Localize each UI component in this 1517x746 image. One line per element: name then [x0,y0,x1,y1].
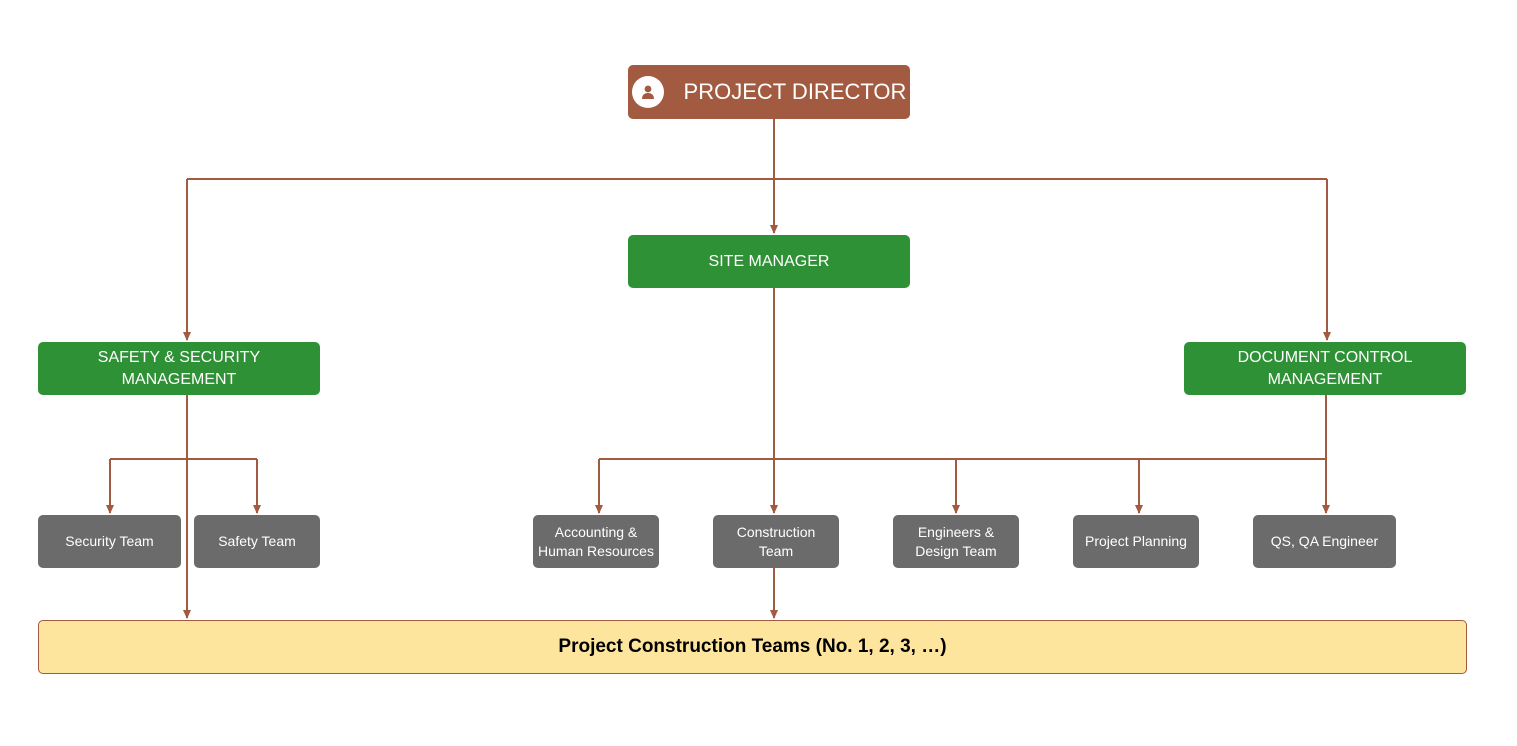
project-construction-teams-bar: Project Construction Teams (No. 1, 2, 3,… [38,620,1467,674]
project-director-label: PROJECT DIRECTOR [683,79,907,104]
site-manager-node: SITE MANAGER [628,235,910,288]
accounting-hr-label: Accounting & Human Resources [538,523,654,559]
project-planning-label: Project Planning [1085,533,1187,549]
security-team-node: Security Team [38,515,181,568]
document-control-management-node: DOCUMENT CONTROL MANAGEMENT [1184,342,1466,395]
person-icon [631,76,664,108]
construction-team-label: Construction Team [736,523,816,559]
project-construction-teams-label: Project Construction Teams (No. 1, 2, 3,… [558,636,947,657]
engineers-design-team-node: Engineers & Design Team [893,515,1019,568]
engineers-design-team-label: Engineers & Design Team [915,523,997,559]
qs-qa-engineer-node: QS, QA Engineer [1253,515,1396,568]
security-team-label: Security Team [65,533,154,549]
accounting-hr-node: Accounting & Human Resources [533,515,659,568]
safety-security-management-node: SAFETY & SECURITY MANAGEMENT [38,342,320,395]
construction-team-node: Construction Team [713,515,839,568]
safety-team-node: Safety Team [194,515,320,568]
project-planning-node: Project Planning [1073,515,1199,568]
site-manager-label: SITE MANAGER [708,252,830,270]
qs-qa-engineer-label: QS, QA Engineer [1270,533,1379,549]
document-control-management-label: DOCUMENT CONTROL MANAGEMENT [1237,348,1413,388]
project-director-node: PROJECT DIRECTOR [628,65,910,119]
safety-team-label: Safety Team [218,533,296,549]
safety-security-management-label: SAFETY & SECURITY MANAGEMENT [97,348,261,388]
